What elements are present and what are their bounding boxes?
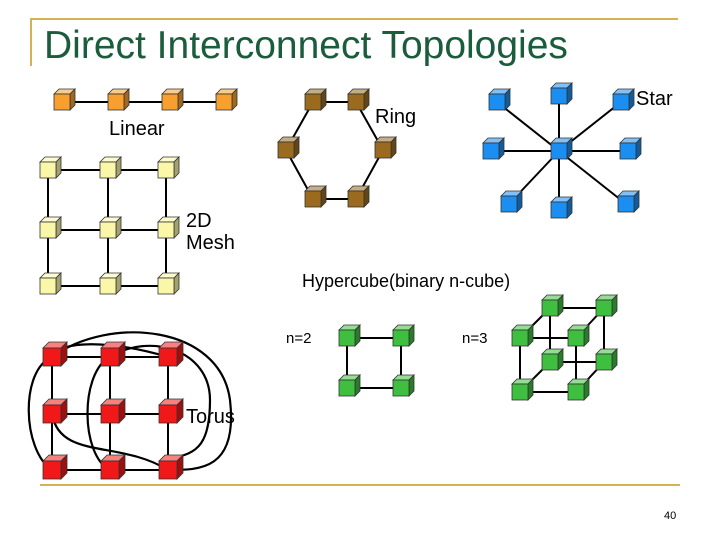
star-leaf-node xyxy=(617,190,640,213)
star-leaf-node xyxy=(500,190,523,213)
star-link xyxy=(496,101,560,152)
ring-node xyxy=(304,88,327,111)
hypercube-n2-node xyxy=(338,374,361,397)
star-link xyxy=(558,150,627,205)
star-leaf-node xyxy=(619,137,642,160)
torus-wrap-link xyxy=(109,344,212,460)
hypercube-label: Hypercube(binary n-cube) xyxy=(302,271,511,291)
ring-node xyxy=(374,136,397,159)
torus-node xyxy=(158,341,184,367)
bottom-rule xyxy=(40,484,680,486)
mesh-node xyxy=(99,156,122,179)
star-label: Star xyxy=(636,88,673,110)
mesh-node xyxy=(39,272,62,295)
star-leaf-node xyxy=(550,196,573,219)
hypercube-n3-node xyxy=(511,378,534,401)
mesh-node xyxy=(99,272,122,295)
n2-label: n=2 xyxy=(286,330,312,347)
torus-node xyxy=(42,398,68,424)
title-frame-left xyxy=(30,18,32,66)
ring-label: Ring xyxy=(375,106,417,128)
torus-node xyxy=(100,454,126,480)
mesh-node xyxy=(99,216,122,239)
torus-node xyxy=(158,398,184,424)
hypercube-n2-node xyxy=(392,374,415,397)
linear-node xyxy=(107,88,130,111)
ring-node xyxy=(347,88,370,111)
linear-node xyxy=(215,88,238,111)
star-leaf-node xyxy=(550,82,573,105)
star-leaf-node xyxy=(488,88,511,111)
mesh-node xyxy=(157,216,180,239)
hypercube-n3-node xyxy=(567,324,590,347)
page-number: 40 xyxy=(664,510,677,522)
hypercube-n3-node xyxy=(541,348,564,371)
hypercube-n2-node xyxy=(338,324,361,347)
title-frame-top xyxy=(30,18,678,20)
torus-node xyxy=(42,341,68,367)
star-hub-node xyxy=(550,137,573,160)
mesh-node xyxy=(39,216,62,239)
slide-title: Direct Interconnect Topologies xyxy=(44,24,568,67)
linear-label: Linear xyxy=(109,118,165,140)
mesh-node xyxy=(39,156,62,179)
torus-wrap-link xyxy=(50,413,169,471)
linear-node xyxy=(161,88,184,111)
hypercube-n3-node xyxy=(595,348,618,371)
star-leaf-node xyxy=(612,88,635,111)
hypercube-n3-node xyxy=(595,294,618,317)
hypercube-n2-node xyxy=(392,324,415,347)
torus-node xyxy=(100,398,126,424)
torus-node xyxy=(158,454,184,480)
mesh-node xyxy=(157,156,180,179)
mesh-label: 2D Mesh xyxy=(186,210,235,254)
ring-node xyxy=(277,136,300,159)
mesh-node xyxy=(157,272,180,295)
torus-wrap-link xyxy=(51,331,233,472)
torus-label: Torus xyxy=(186,406,235,428)
torus-node xyxy=(42,454,68,480)
hypercube-n3-node xyxy=(511,324,534,347)
hypercube-n3-node xyxy=(567,378,590,401)
ring-node xyxy=(304,185,327,208)
star-leaf-node xyxy=(482,137,505,160)
torus-node xyxy=(100,341,126,367)
ring-node xyxy=(347,185,370,208)
n3-label: n=3 xyxy=(462,330,488,347)
hypercube-n3-node xyxy=(541,294,564,317)
linear-node xyxy=(53,88,76,111)
